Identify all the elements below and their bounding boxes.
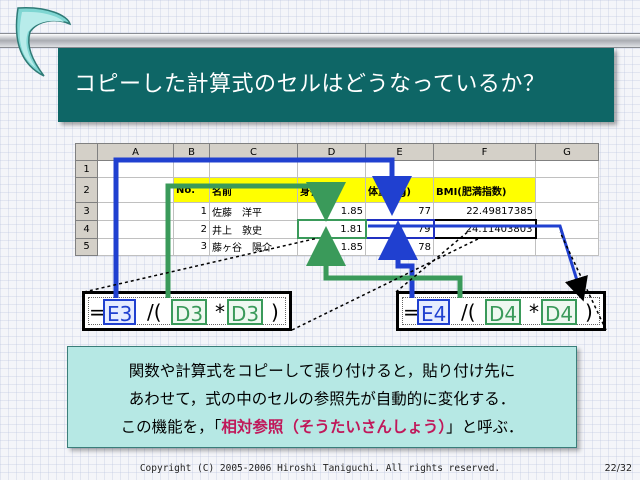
corner-cell[interactable] (75, 143, 98, 161)
explanation-text: この機能を，「 (120, 418, 222, 436)
cell-bmi[interactable]: 24.11403803 (432, 219, 537, 239)
arrow-blue-link (368, 224, 588, 302)
operator: * (215, 300, 225, 324)
operator: /( (461, 300, 476, 324)
arrow-right-height (306, 226, 463, 298)
row-header[interactable]: 2 (75, 177, 98, 203)
operator: /( (147, 300, 162, 324)
arrow-right-weight (378, 220, 418, 298)
explanation-box: 関数や計算式をコピーして張り付けると，貼り付け先に あわせて，式の中のセルの参照… (67, 346, 577, 448)
zoom-line (559, 231, 607, 331)
zoom-line (83, 237, 319, 293)
column-header[interactable]: F (433, 143, 536, 161)
column-header[interactable]: B (173, 143, 210, 161)
ref-height: D4 (541, 299, 578, 326)
ref-weight: E4 (417, 299, 451, 326)
ref-height: D3 (227, 299, 264, 326)
equals-sign: = (403, 300, 420, 324)
header-no[interactable]: No. (173, 177, 210, 203)
explanation-line: この機能を，「相対参照（そうたいさんしょう）」と呼ぶ． (78, 413, 566, 441)
ref-height: D3 (171, 299, 208, 326)
cell[interactable] (535, 177, 599, 203)
column-header[interactable]: E (365, 143, 434, 161)
row-header[interactable]: 3 (75, 202, 98, 221)
column-header-row: A B C D E F G (75, 143, 599, 161)
page-number: 22/32 (604, 463, 632, 474)
row-header[interactable]: 1 (75, 160, 98, 178)
header-name[interactable]: 名前 (209, 177, 298, 203)
row-header[interactable]: 5 (75, 237, 98, 256)
arrow-left-weight (113, 157, 412, 298)
formula-bar-left[interactable]: = E3 /( D3 * D3 ) (82, 291, 292, 331)
explanation-line: あわせて，式の中のセルの参照先が自動的に変化する． (128, 390, 516, 408)
copyright-footer: Copyright (C) 2005-2006 Hiroshi Taniguch… (139, 463, 501, 474)
arrow-left-height (165, 182, 346, 298)
operator: ) (585, 300, 593, 324)
table-row: 2 No. 名前 身長(m) 体重(kg) BMI(肥満指数) (75, 177, 599, 203)
emphasis-term: 相対参照（そうたいさんしょう） (221, 418, 447, 436)
formula-bar-right[interactable]: = E4 /( D4 * D4 ) (396, 291, 606, 331)
operator: ) (271, 300, 279, 324)
ref-height: D4 (485, 299, 522, 326)
column-header[interactable]: D (297, 143, 366, 161)
operator: * (529, 300, 539, 324)
boomerang-logo-icon (15, 7, 72, 77)
zoom-line (395, 229, 471, 293)
equals-sign: = (89, 300, 106, 324)
ref-weight: E3 (103, 299, 137, 326)
zoom-line (291, 237, 481, 331)
top-rail (0, 33, 640, 48)
cell[interactable] (97, 177, 174, 203)
explanation-text: 」と呼ぶ． (446, 418, 524, 436)
explanation-line: 関数や計算式をコピーして張り付けると，貼り付け先に (128, 362, 516, 380)
header-bmi[interactable]: BMI(肥満指数) (433, 177, 536, 203)
cell[interactable] (535, 219, 599, 239)
slide-title: コピーした計算式のセルはどうなっているか？ (58, 48, 614, 122)
